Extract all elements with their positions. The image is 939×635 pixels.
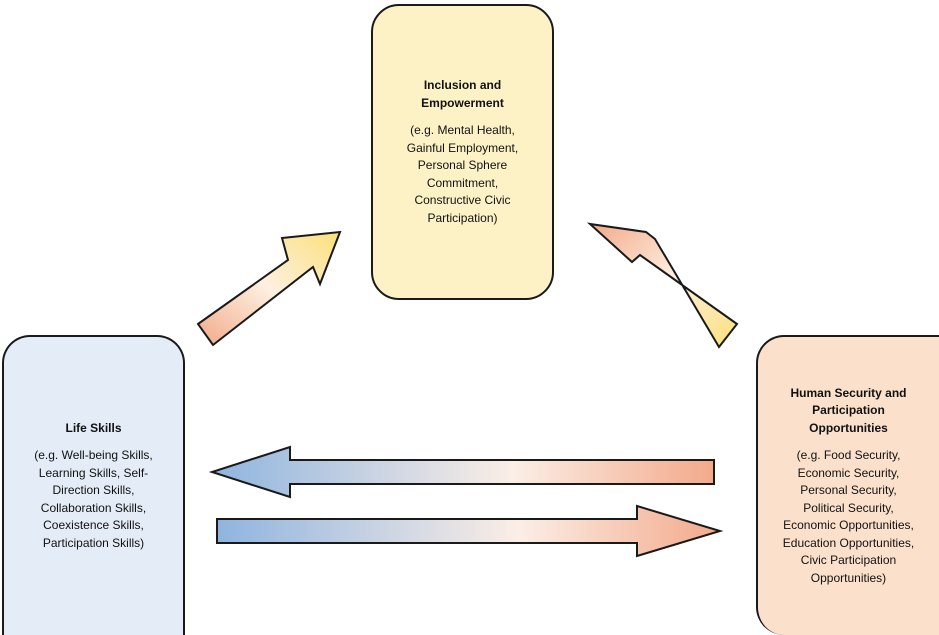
inclusion-empowerment-box: Inclusion and Empowerment (e.g. Mental H…: [371, 4, 554, 300]
body-line: Education Opportunities,: [782, 535, 915, 550]
body-line: Political Security,: [803, 500, 894, 515]
body-line: Constructive Civic: [414, 193, 511, 207]
body-line: Direction Skills,: [52, 483, 135, 498]
box-title: Human Security and Participation Opportu…: [790, 385, 906, 438]
title-line: Life Skills: [65, 420, 122, 435]
body-line: Coexistence Skills,: [43, 518, 144, 533]
human-security-box: Human Security and Participation Opportu…: [756, 335, 939, 635]
body-line: Gainful Employment,: [406, 140, 519, 155]
box-title: Inclusion and Empowerment: [421, 77, 504, 112]
title-line: Empowerment: [421, 95, 504, 110]
body-line: Economic Opportunities,: [783, 518, 914, 533]
body-line: Economic Security,: [797, 465, 900, 480]
title-line: Opportunities: [809, 420, 888, 435]
body-line: Commitment,: [426, 175, 499, 190]
arrow-lifeskills-to-security: [216, 504, 724, 558]
body-line: (e.g. Mental Health,: [410, 123, 515, 137]
life-skills-box: Life Skills (e.g. Well-being Skills, Lea…: [2, 335, 185, 635]
body-line: (e.g. Well-being Skills,: [34, 448, 153, 463]
body-line: Personal Security,: [800, 483, 897, 498]
box-body: (e.g. Mental Health, Gainful Employment,…: [407, 122, 518, 227]
body-line: Participation Skills): [42, 535, 145, 550]
arrow-security-to-lifeskills: [208, 445, 715, 499]
title-line: Human Security and: [790, 385, 907, 400]
arrow-security-to-inclusion: [586, 222, 739, 349]
title-line: Inclusion and: [423, 78, 502, 92]
title-line: Participation: [812, 403, 885, 418]
body-line: Civic Participation: [800, 553, 897, 568]
box-body: (e.g. Food Security, Economic Security, …: [783, 447, 914, 587]
arrow-lifeskills-to-inclusion: [196, 230, 342, 347]
body-line: Opportunities): [810, 570, 887, 585]
body-line: Learning Skills, Self-: [38, 465, 149, 480]
body-line: (e.g. Food Security,: [796, 448, 901, 463]
box-body: (e.g. Well-being Skills, Learning Skills…: [34, 447, 153, 552]
body-line: Collaboration Skills,: [40, 500, 147, 515]
box-title: Life Skills: [65, 420, 121, 438]
body-line: Personal Sphere: [417, 158, 508, 172]
body-line: Participation): [427, 210, 498, 225]
